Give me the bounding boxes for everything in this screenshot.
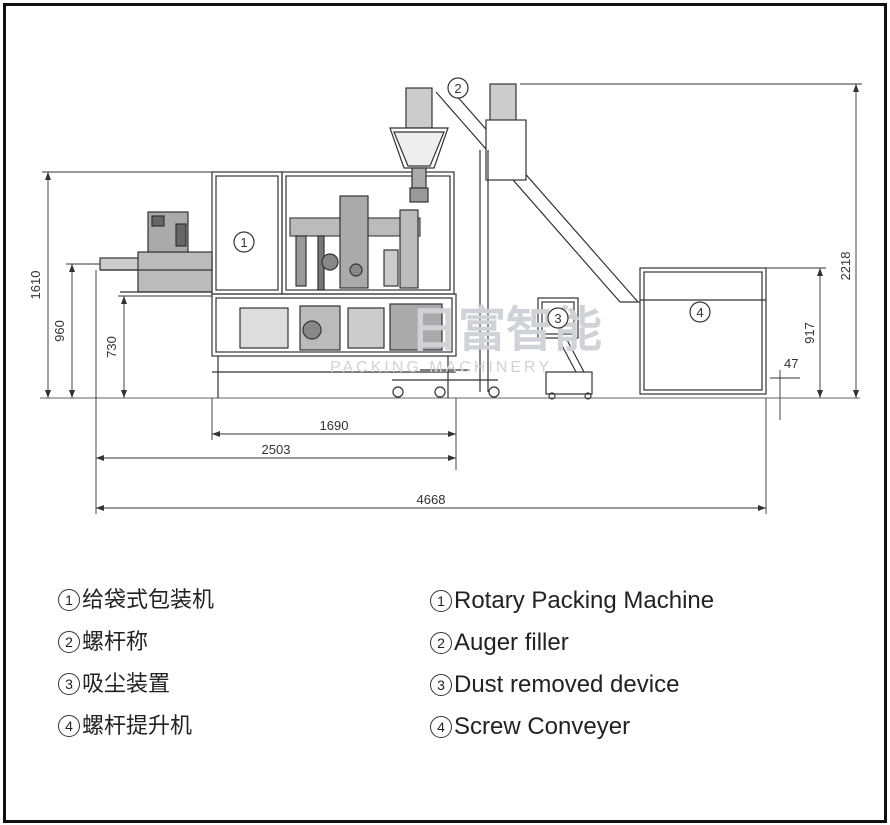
watermark-brand: 日富智能 xyxy=(410,304,602,357)
svg-text:2: 2 xyxy=(454,81,461,96)
legend-number: 2 xyxy=(58,631,80,653)
svg-text:1: 1 xyxy=(240,235,247,250)
dim-label-47: 47 xyxy=(784,356,798,371)
marker-1: 1 xyxy=(233,231,255,253)
dim-label-4668: 4668 xyxy=(417,492,446,507)
dim-label-1690: 1690 xyxy=(320,418,349,433)
marker-2: 2 xyxy=(447,77,469,99)
legend-text: 吸尘装置 xyxy=(82,672,171,697)
legend-number: 4 xyxy=(430,716,452,738)
legend-number: 4 xyxy=(58,715,80,737)
legend-text: Dust removed device xyxy=(454,671,680,698)
legend-number: 2 xyxy=(430,632,452,654)
legend-text: Rotary Packing Machine xyxy=(454,587,715,614)
dim-label-2503: 2503 xyxy=(262,442,291,457)
legend-text: Auger filler xyxy=(454,629,569,656)
dim-label-917: 917 xyxy=(802,322,817,344)
svg-text:4: 4 xyxy=(696,305,703,320)
dim-label-2218: 2218 xyxy=(838,252,853,281)
legend-text: 螺杆称 xyxy=(82,630,149,655)
dim-label-730: 730 xyxy=(104,336,119,358)
screw-conveyer xyxy=(435,83,767,395)
caster-stand xyxy=(392,369,500,398)
dim-label-960: 960 xyxy=(52,320,67,342)
legend-text: Screw Conveyer xyxy=(454,713,631,740)
rotary-packing-machine xyxy=(211,171,457,398)
bag-feeder xyxy=(99,211,213,293)
legend-text: 给袋式包装机 xyxy=(82,588,215,613)
marker-3: 3 xyxy=(547,307,569,329)
legend-text: 螺杆提升机 xyxy=(82,714,193,739)
marker-4: 4 xyxy=(689,301,711,323)
watermark-sub: PACKING MACHINERY xyxy=(330,359,552,376)
legend-number: 1 xyxy=(430,590,452,612)
legend-number: 3 xyxy=(58,673,80,695)
legend-number: 3 xyxy=(430,674,452,696)
auger-filler xyxy=(389,87,449,203)
dim-label-1610: 1610 xyxy=(28,271,43,300)
legend-number: 1 xyxy=(58,589,80,611)
svg-text:3: 3 xyxy=(554,311,561,326)
